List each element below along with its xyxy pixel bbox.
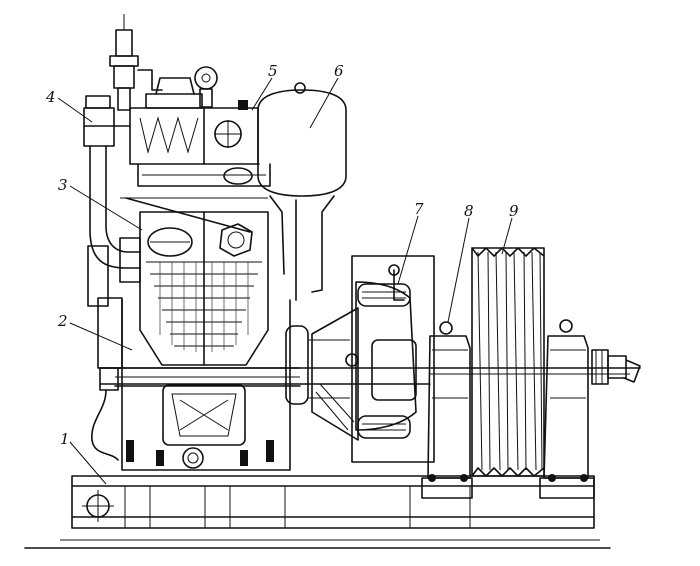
- callout-4: 4: [45, 88, 56, 106]
- outer-bearing: [539, 319, 641, 499]
- leader-6: [309, 77, 339, 129]
- cylinder-head: [120, 66, 271, 233]
- callout-8: 8: [464, 202, 474, 220]
- callout-2: 2: [57, 312, 68, 330]
- shaft: [99, 367, 641, 385]
- leader-5: [251, 77, 273, 111]
- leader-2: [69, 322, 133, 351]
- base-frame: [24, 475, 611, 549]
- cylinder-block: [119, 211, 269, 366]
- intercooler-pipe: [83, 95, 141, 307]
- pulley: [471, 247, 545, 477]
- callouts: 1 2 3 4 5 6 7 8 9: [45, 62, 519, 448]
- callout-7: 7: [414, 200, 424, 218]
- leader-lines: [57, 77, 513, 485]
- callout-5: 5: [268, 62, 278, 80]
- callout-9: 9: [509, 202, 519, 220]
- leader-8: [447, 217, 470, 323]
- leader-3: [69, 185, 143, 231]
- callout-6: 6: [334, 62, 344, 80]
- leader-4: [57, 97, 93, 123]
- receiver-tank: [257, 82, 347, 301]
- leader-1: [69, 441, 107, 485]
- bearing-housing: [421, 321, 473, 499]
- callout-3: 3: [58, 176, 68, 194]
- coupling-housing: [285, 255, 435, 463]
- leader-9: [501, 217, 513, 255]
- top-valve: [109, 14, 163, 111]
- callout-1: 1: [60, 430, 70, 448]
- leader-7: [397, 215, 419, 285]
